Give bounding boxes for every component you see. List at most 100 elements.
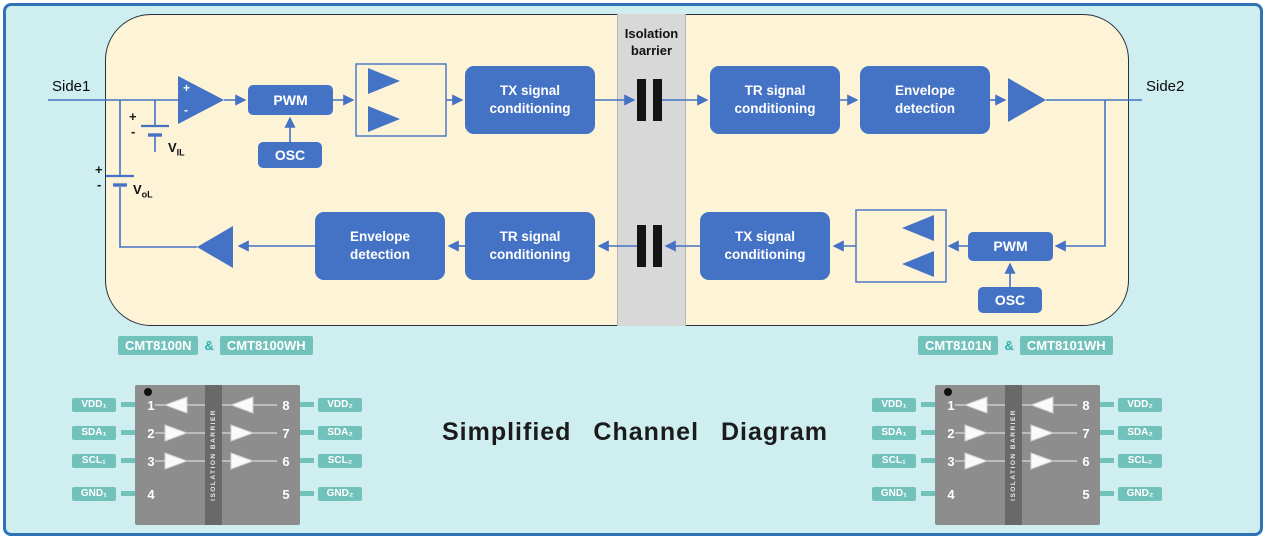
- pin-number: 8: [282, 398, 290, 413]
- top-tr-conditioning-block: TR signal conditioning: [710, 66, 840, 134]
- isolation-barrier-strip: [617, 14, 686, 326]
- right-part-numbers: CMT8101N & CMT8101WH: [918, 336, 1113, 355]
- pin-number: 2: [947, 426, 955, 441]
- vil-plus-sign: +: [129, 109, 137, 124]
- pin-number: 4: [947, 487, 955, 502]
- top-capacitor-icon: [637, 79, 662, 121]
- isolation-barrier-label: Isolation barrier: [624, 26, 679, 58]
- top-osc-block: OSC: [258, 142, 322, 168]
- bottom-capacitor-icon: [637, 225, 662, 267]
- pin-number: 1: [147, 398, 155, 413]
- pin-stub: [121, 458, 135, 463]
- chip-body: ISOLATION BARRIER 1 2 3 4 8 7 6 5: [135, 385, 300, 525]
- side1-label: Side1: [52, 78, 91, 95]
- top-path-wires: [48, 94, 1142, 142]
- pin-stub: [300, 402, 314, 407]
- vol-label: VoL: [133, 182, 153, 200]
- comparator-icon: [178, 76, 224, 124]
- pin-stub: [121, 402, 135, 407]
- comparator-minus-sign: -: [184, 103, 188, 117]
- pin1-marker-dot: [944, 388, 952, 396]
- pin-badge-vdd1: VDD₁: [72, 398, 116, 412]
- pin-stub: [121, 491, 135, 496]
- bottom-envelope-detection-block: Envelope detection: [315, 212, 445, 280]
- chip-package-right: ISOLATION BARRIER 1 2 3 4 8 7 6 5: [921, 385, 1114, 525]
- part-badge: CMT8100N: [118, 336, 199, 355]
- pin-stub: [1100, 458, 1114, 463]
- pin-number: 6: [282, 454, 290, 469]
- chip-internal-buffers: [144, 388, 277, 470]
- bottom-pwm-block: PWM: [968, 232, 1053, 261]
- pin-stub: [1100, 402, 1114, 407]
- pin-badge-scl1: SCL₁: [72, 454, 116, 468]
- pin-number: 5: [282, 487, 290, 502]
- chip-isolation-barrier: ISOLATION BARRIER: [205, 385, 222, 525]
- pin-number: 1: [947, 398, 955, 413]
- pin-badge-sda1: SDA₁: [72, 426, 116, 440]
- chip-barrier-text: ISOLATION BARRIER: [210, 409, 217, 501]
- ampersand: &: [204, 338, 214, 353]
- top-buffer-pair-icon: [355, 63, 447, 137]
- pin-stub: [1100, 491, 1114, 496]
- bottom-tr-conditioning-block: TR signal conditioning: [465, 212, 595, 280]
- comparator-plus-sign: +: [183, 81, 191, 95]
- left-part-numbers: CMT8100N & CMT8100WH: [118, 336, 313, 355]
- pin-badge-scl2: SCL₂: [318, 454, 362, 468]
- pin-number: 6: [1082, 454, 1090, 469]
- part-badge: CMT8101WH: [1019, 336, 1113, 355]
- vol-plus-sign: +: [95, 162, 103, 177]
- pin-badge-vdd1: VDD₁: [872, 398, 916, 412]
- vil-label: VIL: [168, 140, 185, 158]
- pin-badge-scl1: SCL₁: [872, 454, 916, 468]
- output-buffer-icon: [1008, 78, 1046, 122]
- pin-number: 3: [947, 454, 955, 469]
- vol-minus-sign: -: [97, 177, 102, 192]
- page-title: Simplified Channel Diagram: [441, 418, 828, 446]
- pin-stub: [300, 491, 314, 496]
- chip-internal-buffers: [944, 388, 1077, 470]
- chip-barrier-text: ISOLATION BARRIER: [1010, 409, 1017, 501]
- pin-badge-vdd2: VDD₂: [318, 398, 362, 412]
- pin-number: 4: [147, 487, 155, 502]
- pin-stub: [921, 430, 935, 435]
- bottom-osc-block: OSC: [978, 287, 1042, 313]
- bottom-tx-conditioning-block: TX signal conditioning: [700, 212, 830, 280]
- feedback-buffer-icon: [197, 226, 233, 268]
- pin-number: 2: [147, 426, 155, 441]
- pin-stub: [921, 491, 935, 496]
- pin-badge-vdd2: VDD₂: [1118, 398, 1162, 412]
- ampersand: &: [1004, 338, 1014, 353]
- pin-number: 7: [282, 426, 290, 441]
- pin-stub: [921, 458, 935, 463]
- vil-battery: [141, 100, 169, 152]
- top-tx-conditioning-block: TX signal conditioning: [465, 66, 595, 134]
- pin1-marker-dot: [144, 388, 152, 396]
- pin-badge-gnd1: GND₁: [72, 487, 116, 501]
- pin-badge-gnd2: GND₂: [318, 487, 362, 501]
- chip-body: ISOLATION BARRIER 1 2 3 4 8 7 6 5: [935, 385, 1100, 525]
- chip-package-left: ISOLATION BARRIER 1 2 3 4 8 7 6 5: [121, 385, 314, 525]
- part-badge: CMT8100WH: [219, 336, 313, 355]
- bottom-buffer-pair-icon: [855, 209, 947, 283]
- vil-minus-sign: -: [131, 124, 136, 139]
- chip-isolation-barrier: ISOLATION BARRIER: [1005, 385, 1022, 525]
- bottom-path-wires: [119, 100, 1106, 287]
- part-badge: CMT8101N: [918, 336, 999, 355]
- top-envelope-detection-block: Envelope detection: [860, 66, 990, 134]
- pin-badge-sda2: SDA₂: [1118, 426, 1162, 440]
- pin-number: 8: [1082, 398, 1090, 413]
- pin-badge-sda1: SDA₁: [872, 426, 916, 440]
- pin-stub: [300, 458, 314, 463]
- pin-number: 5: [1082, 487, 1090, 502]
- top-pwm-block: PWM: [248, 85, 333, 115]
- pin-badge-sda2: SDA₂: [318, 426, 362, 440]
- pin-badge-scl2: SCL₂: [1118, 454, 1162, 468]
- pin-badge-gnd2: GND₂: [1118, 487, 1162, 501]
- pin-stub: [300, 430, 314, 435]
- vol-battery: [106, 174, 134, 187]
- pin-number: 3: [147, 454, 155, 469]
- pin-stub: [921, 402, 935, 407]
- side2-label: Side2: [1146, 78, 1185, 95]
